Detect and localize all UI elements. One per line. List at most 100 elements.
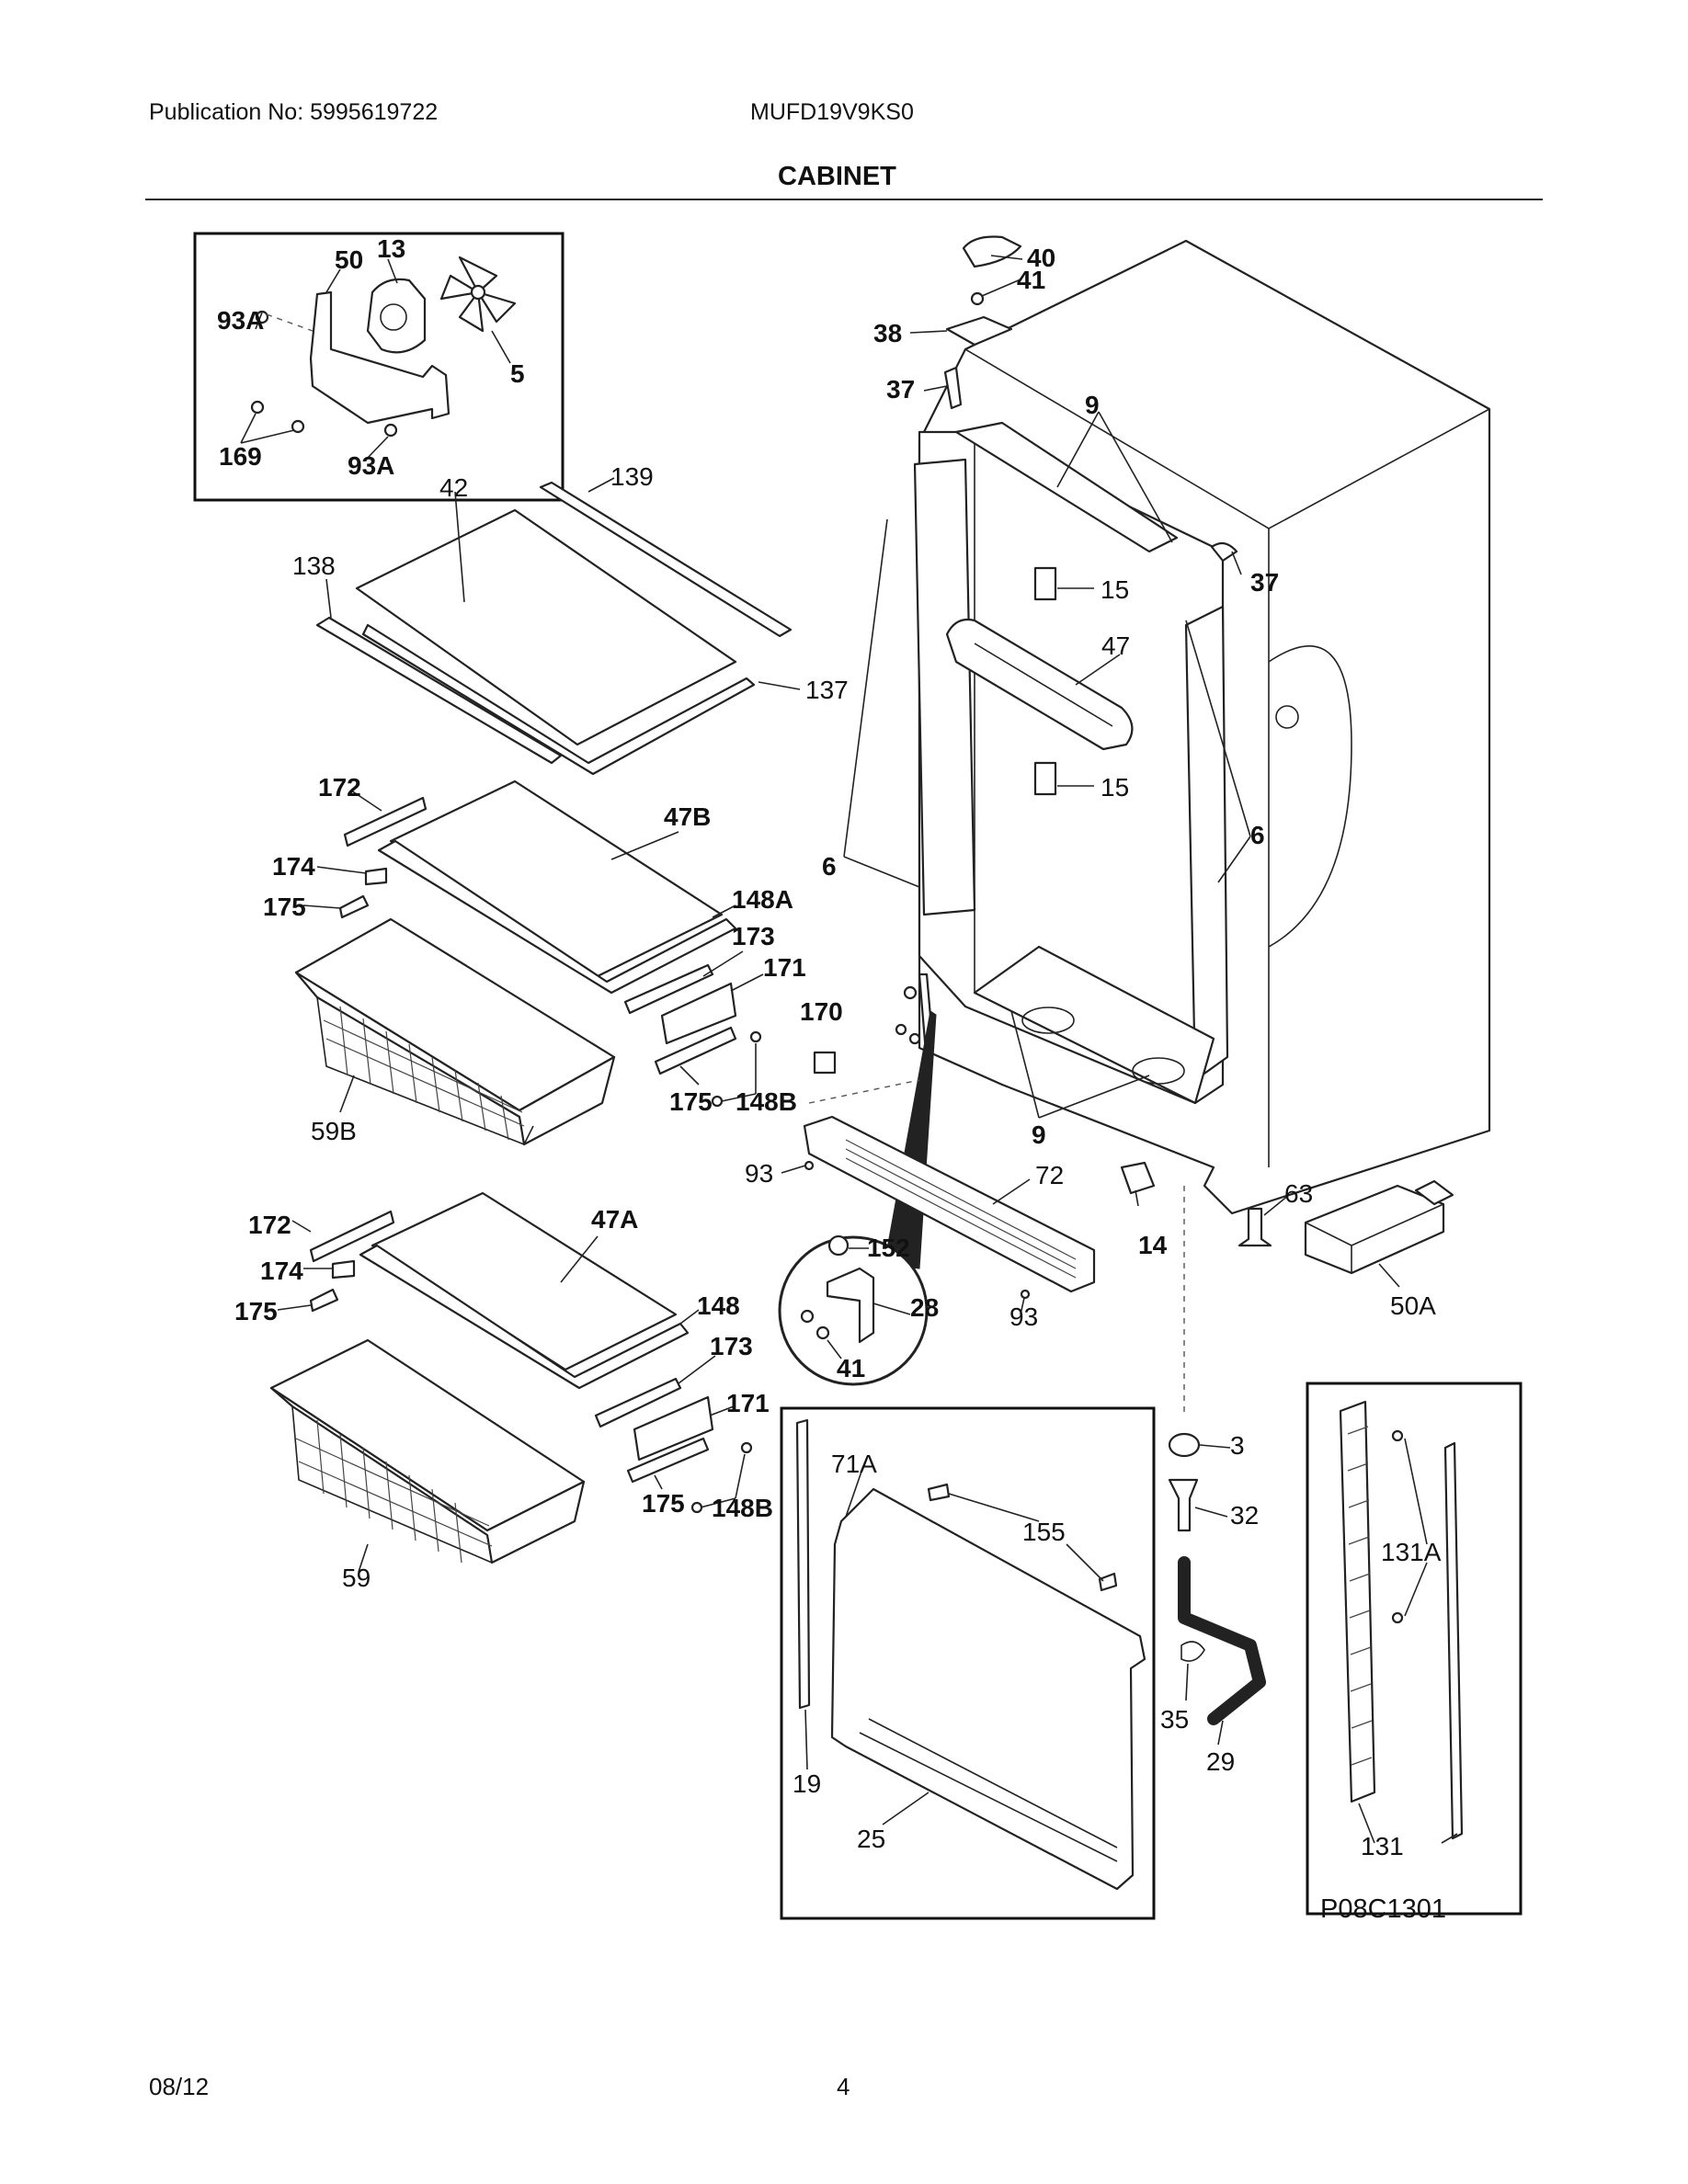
shim-37-left	[943, 366, 963, 410]
label-93A-bottom: 93A	[348, 451, 394, 480]
label-174-upper: 174	[272, 852, 315, 881]
screw-148B-b	[711, 1095, 724, 1108]
label-170: 170	[800, 997, 843, 1026]
label-148B-upper: 148B	[736, 1087, 797, 1116]
air-duct	[945, 618, 1134, 751]
label-37a: 37	[886, 375, 915, 404]
bracket-171-lower	[633, 1395, 714, 1462]
label-9b: 9	[1032, 1120, 1046, 1149]
label-139: 139	[610, 462, 654, 491]
bracket-172-upper	[343, 796, 428, 847]
screw-169-a	[250, 400, 265, 415]
label-50A: 50A	[1390, 1291, 1436, 1320]
control-box-50A	[1304, 1184, 1445, 1275]
hinge-cover-40	[962, 235, 1022, 268]
switch-170	[813, 1051, 837, 1075]
label-148B-lower: 148B	[712, 1494, 773, 1522]
drain-tube-32	[1168, 1478, 1199, 1532]
label-14: 14	[1138, 1231, 1168, 1259]
page-title: CABINET	[778, 162, 896, 191]
label-29: 29	[1206, 1747, 1235, 1776]
label-155: 155	[1022, 1518, 1066, 1546]
drain-assembly: 3 32 35 29	[1160, 1186, 1266, 1776]
rail-175-lower-right	[626, 1437, 710, 1484]
page-number: 4	[837, 2073, 850, 2100]
label-47: 47	[1101, 631, 1130, 660]
basket-59B-body	[294, 971, 616, 1146]
basket-59-body	[269, 1386, 586, 1564]
label-37b: 37	[1250, 568, 1279, 597]
label-175-lower-right: 175	[642, 1489, 685, 1518]
lower-basket-assembly: 172 47A 174 175 148 173 171 175 148B 59	[234, 1191, 773, 1592]
fan-motor	[366, 278, 427, 354]
rear-rail-139	[539, 481, 793, 638]
fan-motor-inset: 50 13 93A 5 169 93A	[193, 232, 565, 502]
hinge-detail-circle	[778, 1235, 929, 1386]
label-138: 138	[292, 552, 336, 580]
support-174-upper	[364, 867, 388, 886]
label-40: 40	[1027, 244, 1055, 272]
end-cap-173-upper	[623, 963, 714, 1015]
frame-148A	[377, 839, 737, 995]
panel-71A	[830, 1487, 1146, 1891]
leveler-63	[1237, 1207, 1272, 1247]
label-6a: 6	[822, 852, 837, 881]
shelf-ladder-inset: 131A 131	[1306, 1382, 1523, 1916]
publication-number: Publication No: 5995619722	[149, 99, 439, 125]
header-divider	[145, 199, 1543, 200]
glass-shelf-42	[355, 508, 737, 746]
drain-plug-3	[1168, 1432, 1201, 1458]
support-strip-131A	[1443, 1441, 1464, 1840]
fan-blade	[439, 256, 517, 333]
label-173-lower: 173	[710, 1332, 753, 1360]
rail-175-lower-upper	[654, 1026, 737, 1075]
screw-93A-bottom	[383, 423, 398, 438]
hinge-pin-152	[827, 1234, 850, 1257]
label-171-upper: 171	[763, 953, 806, 982]
label-41: 41	[1017, 266, 1045, 294]
label-174-lower: 174	[260, 1257, 303, 1285]
door-panel-inset-frame	[780, 1406, 1156, 1920]
label-131: 131	[1361, 1832, 1404, 1860]
screw-169-b	[291, 419, 305, 434]
label-131A: 131A	[1381, 1538, 1442, 1566]
toe-grille-assembly: 93 72 93	[745, 1079, 1096, 1331]
label-6b: 6	[1250, 821, 1265, 849]
label-72: 72	[1035, 1161, 1064, 1189]
upper-basket-assembly: 172 47B 174 175 148A 173 171 170 175 148…	[263, 773, 843, 1146]
thermostat-knob	[1414, 1179, 1454, 1206]
clip-15-upper	[1033, 566, 1057, 601]
label-148: 148	[697, 1291, 740, 1320]
label-41-detail: 41	[837, 1354, 865, 1382]
hinge-38	[945, 315, 1013, 347]
door-panel-inset: 71A 155 19 25	[780, 1406, 1156, 1920]
screw-148B-d	[690, 1501, 703, 1514]
figure-code: P08C1301	[1320, 1894, 1446, 1924]
label-175-lower-upper: 175	[669, 1087, 713, 1116]
cabinet-body: 40 41 38 37 9 37 15 47 15 6 6 9 14 63 50…	[822, 235, 1491, 1320]
top-shelf-assembly: 42 139 138 137	[292, 462, 849, 776]
screw-93-left	[804, 1160, 815, 1171]
label-93A-top: 93A	[217, 306, 264, 335]
screw-148B-a	[749, 1030, 762, 1043]
bracket-171-upper	[660, 982, 737, 1045]
inset-frame	[193, 232, 565, 502]
label-32: 32	[1230, 1501, 1259, 1530]
screw-131A-b	[1391, 1611, 1404, 1624]
label-152: 152	[867, 1234, 910, 1262]
clip-155-b	[1098, 1572, 1118, 1592]
label-173-upper: 173	[732, 922, 775, 950]
label-93-left: 93	[745, 1159, 773, 1188]
label-137: 137	[805, 676, 849, 704]
label-172-upper: 172	[318, 773, 361, 802]
label-148A: 148A	[732, 885, 793, 914]
screw-148B-c	[740, 1441, 753, 1454]
shim-37-right	[1210, 541, 1238, 563]
toe-grille-72	[803, 1115, 1096, 1293]
support-174-lower	[331, 1259, 356, 1280]
label-35: 35	[1160, 1705, 1189, 1734]
label-28: 28	[910, 1293, 939, 1322]
screw-41-top	[970, 291, 985, 306]
label-15b: 15	[1101, 773, 1129, 802]
